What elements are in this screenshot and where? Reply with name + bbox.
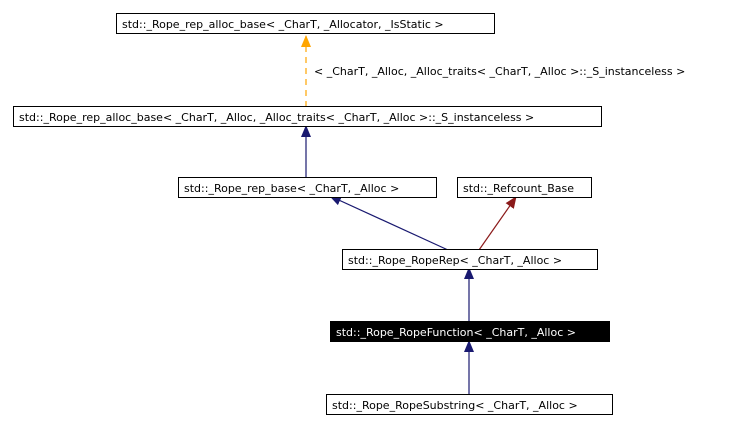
- protected-edge-refcount: [478, 196, 517, 251]
- node-label: std::_Rope_RopeSubstring< _CharT, _Alloc…: [332, 399, 578, 412]
- node-rope-rep-alloc-base[interactable]: std::_Rope_rep_alloc_base< _CharT, _Allo…: [116, 13, 495, 34]
- node-rope-rep-alloc-base-instance[interactable]: std::_Rope_rep_alloc_base< _CharT, _Allo…: [13, 106, 602, 127]
- node-rope-rope-function: std::_Rope_RopeFunction< _CharT, _Alloc …: [330, 321, 610, 342]
- template-args-label: < _CharT, _Alloc, _Alloc_traits< _CharT,…: [314, 65, 685, 78]
- node-label: std::_Rope_RopeRep< _CharT, _Alloc >: [348, 254, 562, 267]
- node-rope-rope-substring[interactable]: std::_Rope_RopeSubstring< _CharT, _Alloc…: [326, 394, 613, 415]
- node-rope-rope-rep[interactable]: std::_Rope_RopeRep< _CharT, _Alloc >: [342, 249, 598, 270]
- node-rope-rep-base[interactable]: std::_Rope_rep_base< _CharT, _Alloc >: [178, 177, 437, 198]
- node-label: std::_Rope_rep_alloc_base< _CharT, _Allo…: [19, 111, 534, 124]
- inherit-edge-rope-rep-to-rep-base: [329, 195, 449, 251]
- node-label: std::_Rope_rep_alloc_base< _CharT, _Allo…: [122, 18, 444, 31]
- node-label: std::_Refcount_Base: [463, 182, 574, 195]
- node-label: std::_Rope_RopeFunction< _CharT, _Alloc …: [336, 326, 576, 339]
- node-label: std::_Rope_rep_base< _CharT, _Alloc >: [184, 182, 399, 195]
- node-refcount-base[interactable]: std::_Refcount_Base: [457, 177, 592, 198]
